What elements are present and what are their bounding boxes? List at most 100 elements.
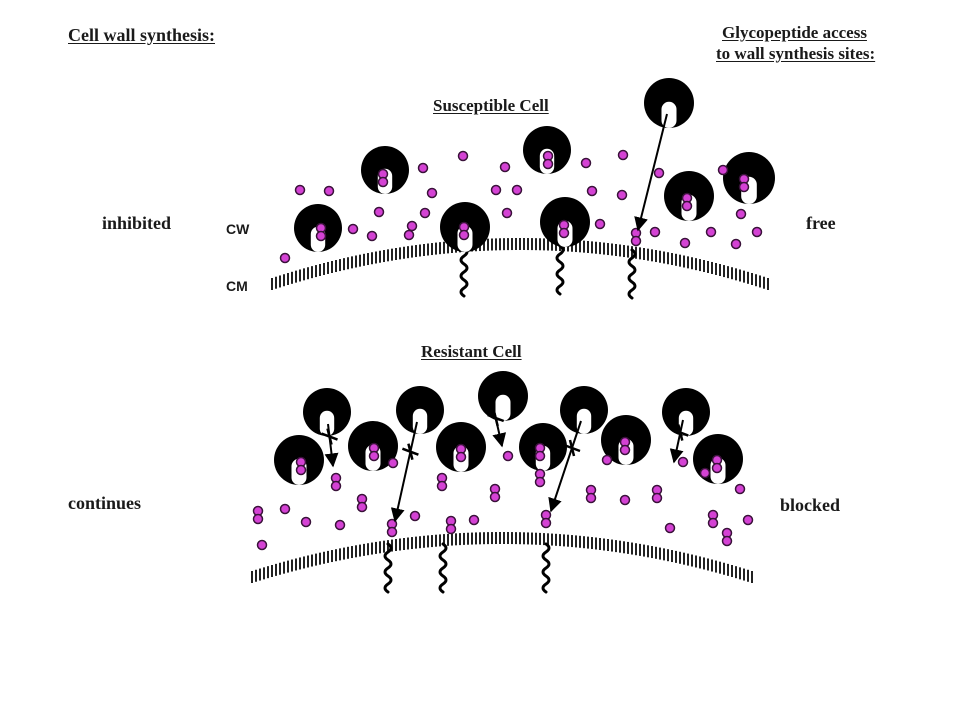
precursor: [334, 519, 346, 531]
lipid-tail: [383, 542, 393, 594]
precursor-pair: [711, 462, 723, 474]
resistant-cell-title: Resistant Cell: [421, 342, 522, 361]
precursor-pair: [630, 235, 642, 247]
precursor-pair: [738, 181, 750, 193]
access-arrows: [321, 113, 689, 523]
precursor: [406, 220, 418, 232]
free-label: free: [806, 213, 836, 233]
glycopeptide: [303, 388, 351, 436]
precursor: [649, 226, 661, 238]
block-mark: [568, 439, 576, 457]
precursor: [323, 185, 335, 197]
lipid-tail: [555, 244, 565, 296]
glycopeptide-pocket: [319, 410, 335, 436]
glycopeptide-pocket: [678, 410, 694, 436]
arrow-shaft: [390, 421, 418, 523]
precursor: [619, 494, 631, 506]
blocked-arrow: [669, 419, 689, 464]
lipid-tail: [541, 542, 551, 594]
block-mark: [326, 428, 333, 445]
precursor: [347, 223, 359, 235]
precursor: [373, 206, 385, 218]
precursor-pair: [386, 526, 398, 538]
precursor: [294, 184, 306, 196]
precursor-pair: [540, 517, 552, 529]
precursor-pair: [651, 492, 663, 504]
precursor: [616, 189, 628, 201]
arrow-shaft: [548, 420, 582, 513]
lipid-tail: [438, 542, 448, 594]
blocked-arrow: [487, 405, 507, 448]
top-membrane: [271, 238, 769, 290]
membrane-tails: [383, 244, 637, 594]
precursor: [502, 450, 514, 462]
precursor: [742, 514, 754, 526]
precursor-pair: [436, 480, 448, 492]
precursor-pair: [330, 480, 342, 492]
cell-wall-label: CW: [226, 221, 250, 237]
blocked-arrow: [548, 420, 582, 513]
precursor: [279, 252, 291, 264]
continues-label: continues: [68, 493, 142, 513]
precursor-pair: [489, 491, 501, 503]
membranes: [251, 238, 769, 583]
precursor-pair: [252, 513, 264, 525]
precursor-pair: [315, 230, 327, 242]
arrow-shaft: [634, 113, 668, 232]
precursor: [403, 229, 415, 241]
precursor: [417, 162, 429, 174]
glycopeptide-access-heading-line1: Glycopeptide access: [722, 23, 867, 42]
glycopeptide-pocket: [495, 394, 511, 421]
precursor-pair: [455, 451, 467, 463]
inhibited-label: inhibited: [102, 213, 172, 233]
precursor-pair: [295, 464, 307, 476]
precursor: [300, 516, 312, 528]
precursor: [594, 218, 606, 230]
glycopeptide-access-heading-line2: to wall synthesis sites:: [716, 44, 876, 63]
precursor: [586, 185, 598, 197]
precursor-pair: [445, 523, 457, 535]
lipid-tail: [627, 248, 637, 300]
precursor: [468, 514, 480, 526]
bottom-membrane: [251, 532, 753, 583]
blocked-arrow: [321, 423, 339, 468]
precursor-pair: [558, 227, 570, 239]
precursor: [419, 207, 431, 219]
precursor-pair: [534, 450, 546, 462]
precursor: [457, 150, 469, 162]
precursor-pair: [619, 444, 631, 456]
cell-wall-synthesis-heading: Cell wall synthesis:: [68, 25, 216, 45]
precursor: [677, 456, 689, 468]
precursor-pair: [542, 158, 554, 170]
precursor: [426, 187, 438, 199]
precursor: [409, 510, 421, 522]
precursor: [601, 454, 613, 466]
precursor: [490, 184, 502, 196]
precursor: [735, 208, 747, 220]
glycopeptide: [478, 371, 528, 421]
precursor-pair: [585, 492, 597, 504]
blocked-arrow: [390, 421, 419, 523]
precursor: [679, 237, 691, 249]
arrow-shaft: [669, 419, 684, 464]
precursor-pair: [458, 229, 470, 241]
precursor-pair: [534, 476, 546, 488]
precursor: [580, 157, 592, 169]
precursor: [664, 522, 676, 534]
precursor: [751, 226, 763, 238]
glycopeptide-pocket: [576, 408, 592, 434]
susceptible-cell-title: Susceptible Cell: [433, 96, 549, 115]
precursor: [511, 184, 523, 196]
block-mark: [407, 443, 414, 461]
access-arrow: [634, 113, 668, 232]
precursor: [256, 539, 268, 551]
precursor: [653, 167, 665, 179]
precursor: [617, 149, 629, 161]
precursor: [499, 161, 511, 173]
precursor: [501, 207, 513, 219]
precursor: [387, 457, 399, 469]
precursor: [717, 164, 729, 176]
precursor: [279, 503, 291, 515]
precursor: [366, 230, 378, 242]
